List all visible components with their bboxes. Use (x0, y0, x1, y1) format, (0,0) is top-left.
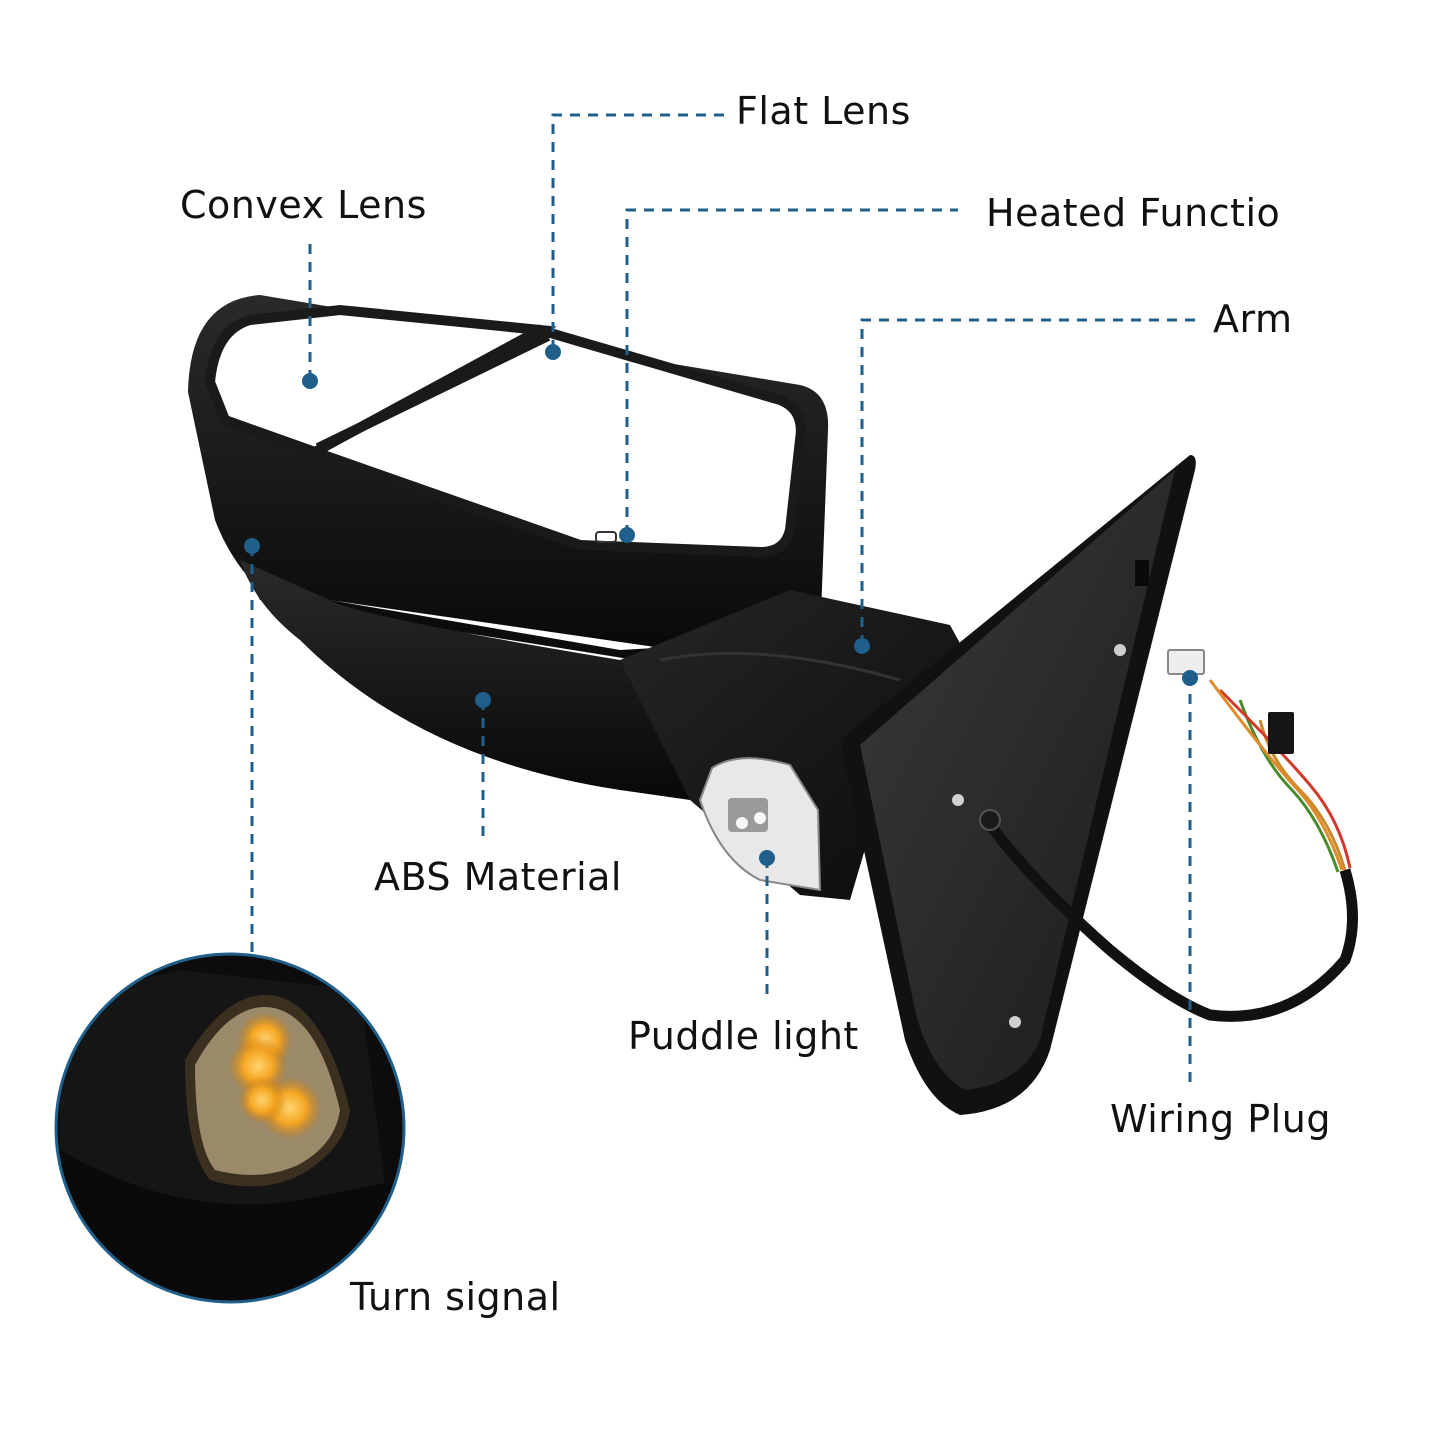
dot-turn-signal (244, 538, 260, 554)
leader-heated (625, 208, 958, 535)
leader-flat-lens (551, 113, 725, 350)
heat-icon (595, 531, 617, 543)
dot-arm (854, 638, 870, 654)
stud (1009, 1016, 1021, 1028)
label-arm: Arm (1213, 297, 1293, 341)
wiring-connector (1268, 712, 1294, 754)
wiring-harness (979, 649, 1358, 1022)
stud (952, 794, 964, 806)
label-convex-lens: Convex Lens (180, 183, 427, 227)
label-puddle-light: Puddle light (628, 1014, 859, 1058)
label-wiring-plug: Wiring Plug (1110, 1097, 1331, 1141)
dot-flat-lens (545, 344, 561, 360)
mounting-plate (840, 455, 1196, 1115)
white-plug (1167, 649, 1205, 675)
dot-wiring (1182, 670, 1198, 686)
dot-heated (619, 527, 635, 543)
label-turn-signal: Turn signal (350, 1275, 561, 1319)
puddle-light-lamp (698, 757, 822, 892)
stud (1114, 644, 1126, 656)
dot-convex-lens (302, 373, 318, 389)
arm (620, 590, 980, 900)
dot-puddle (759, 850, 775, 866)
mirror-glass (204, 304, 806, 558)
label-heated-function: Heated Functio (986, 191, 1281, 235)
lower-housing (240, 560, 700, 800)
turn-signal-inset (54, 952, 406, 1304)
leader-arm (860, 318, 1195, 645)
callout-lines (250, 113, 1195, 1085)
label-abs-material: ABS Material (374, 855, 622, 899)
label-flat-lens: Flat Lens (736, 89, 911, 133)
dot-abs (475, 692, 491, 708)
callout-dots (244, 344, 1198, 866)
